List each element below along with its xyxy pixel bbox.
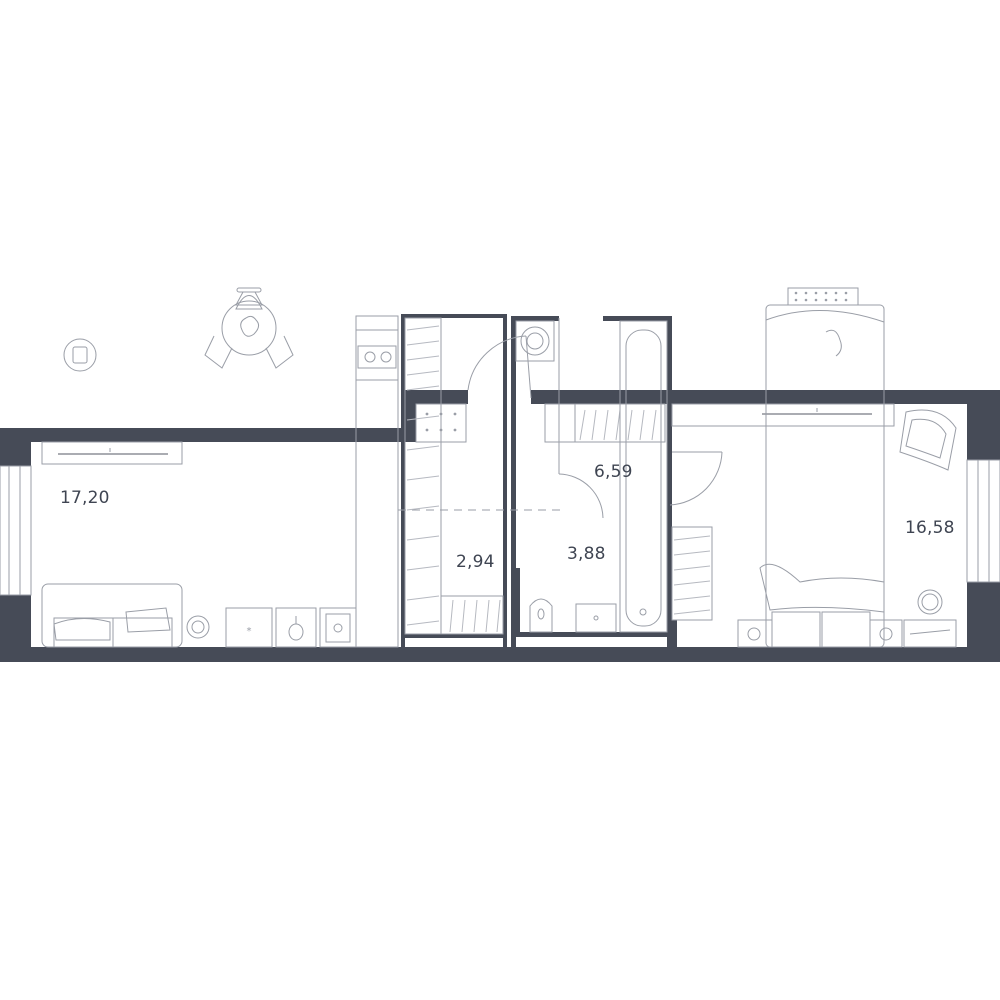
bedroom-door-swing bbox=[669, 451, 723, 506]
area-label-wardrobe: 2,94 bbox=[456, 552, 495, 572]
wall-bath-inner-jog bbox=[511, 568, 520, 637]
dining-set bbox=[204, 287, 294, 369]
desk bbox=[903, 619, 957, 648]
hall-furniture bbox=[415, 403, 666, 443]
wall-bedroom-left-upper bbox=[667, 404, 672, 450]
wall-wardrobe-right bbox=[503, 314, 507, 647]
window-right bbox=[966, 459, 1000, 583]
floor-decor bbox=[63, 338, 97, 372]
wall-bedroom-left-lower bbox=[667, 505, 672, 647]
tv-stand bbox=[41, 441, 183, 465]
wardrobe-shelf-left bbox=[404, 317, 442, 635]
wall-bottom bbox=[0, 647, 1000, 662]
wardrobe-shelf-bottom bbox=[440, 595, 504, 635]
windows bbox=[0, 459, 1000, 596]
stool bbox=[917, 589, 943, 615]
wall-bath-right bbox=[667, 316, 672, 647]
area-label-bathroom: 3,88 bbox=[567, 544, 606, 564]
washing-machine bbox=[515, 320, 555, 362]
wall-bath-inner-bottom bbox=[511, 632, 672, 637]
window-left bbox=[0, 465, 32, 596]
wall-top-left bbox=[0, 428, 416, 442]
area-label-bedroom: 16,58 bbox=[905, 518, 955, 538]
svg-text:*: * bbox=[247, 626, 252, 637]
wall-left-upper bbox=[0, 428, 31, 466]
bathroom-sink bbox=[575, 603, 617, 633]
sofa bbox=[41, 583, 183, 648]
wall-bath-left bbox=[511, 316, 516, 647]
wall-wardrobe-top bbox=[401, 314, 507, 318]
bed bbox=[759, 287, 885, 648]
nightstand-right bbox=[869, 619, 903, 648]
side-table bbox=[186, 615, 210, 639]
area-label-hall: 6,59 bbox=[594, 462, 633, 482]
bedroom-wardrobe bbox=[671, 526, 713, 621]
wall-hall-top-left bbox=[401, 390, 468, 404]
bath-door-swing bbox=[558, 473, 604, 519]
area-label-living-kitchen: 17,20 bbox=[60, 488, 110, 508]
bedroom-furniture bbox=[671, 287, 957, 648]
kitchen-counter: * bbox=[225, 315, 399, 648]
wardrobe-furniture bbox=[404, 317, 504, 635]
living-kitchen-furniture: * bbox=[41, 287, 399, 648]
bedroom-tv-stand bbox=[671, 403, 895, 427]
wall-bedroom-right-segment bbox=[667, 620, 677, 647]
wall-bath-top-right bbox=[603, 316, 672, 321]
kitchen-sink bbox=[275, 607, 317, 648]
toilet bbox=[529, 598, 553, 633]
entrance-door-swing bbox=[467, 335, 527, 391]
fridge bbox=[225, 607, 273, 648]
nightstand-left bbox=[737, 619, 773, 648]
armchair bbox=[899, 409, 957, 471]
wall-bath-top-left bbox=[511, 316, 559, 321]
bathroom-furniture bbox=[515, 320, 668, 633]
hall-wardrobe bbox=[544, 403, 666, 443]
doors bbox=[397, 318, 723, 519]
kitchen-cabinets bbox=[355, 315, 399, 648]
wall-wardrobe-bottom bbox=[401, 634, 507, 638]
wall-right-upper bbox=[967, 390, 1000, 460]
bathtub bbox=[619, 320, 668, 633]
wall-wardrobe-left bbox=[401, 314, 405, 647]
